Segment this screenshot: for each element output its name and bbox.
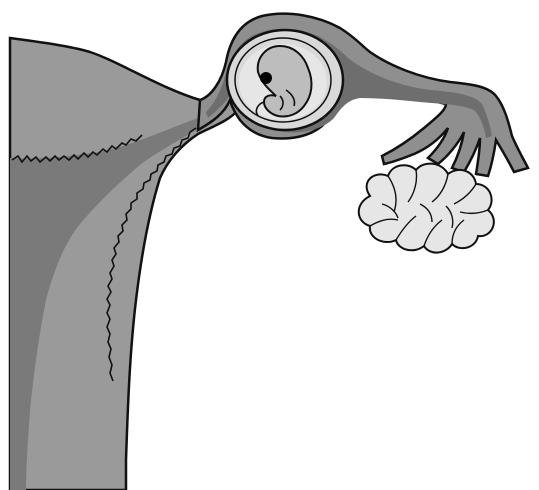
embryo-eye xyxy=(260,72,272,84)
ovary xyxy=(359,164,494,253)
